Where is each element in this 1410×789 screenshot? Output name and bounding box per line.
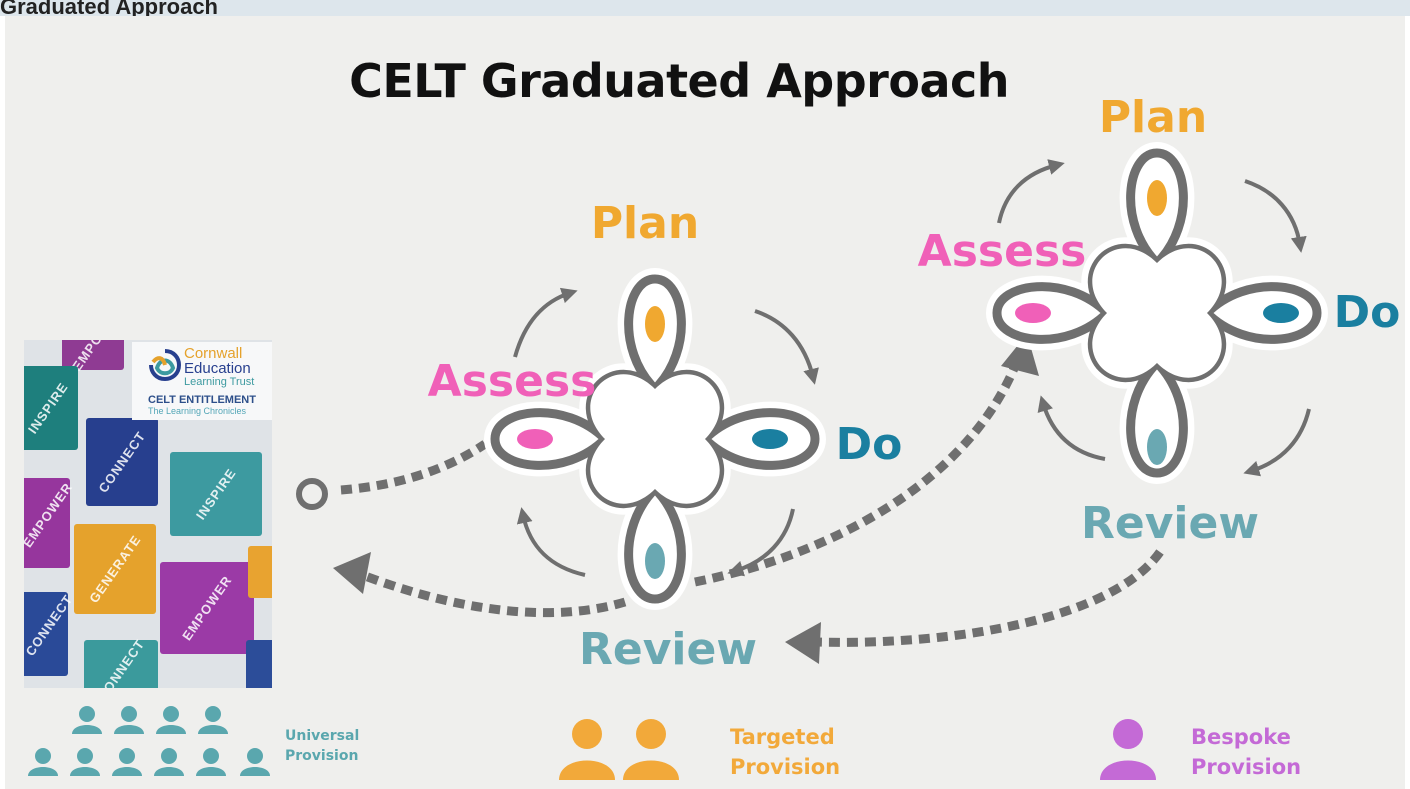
assess-marker [517, 429, 553, 449]
bespoke-provision-label: Bespoke Provision [1191, 722, 1301, 782]
logo-line: Education [184, 360, 251, 377]
celt-logo-icon [149, 349, 182, 382]
arrowhead-icon [785, 622, 821, 664]
book-tile [246, 640, 272, 688]
connector-review-to-universal [363, 571, 627, 618]
logo-line: Learning Trust [184, 376, 255, 388]
bespoke-line2: Provision [1191, 755, 1302, 779]
book-subtitle: The Learning Chronicles [148, 406, 247, 416]
universal-line2: Provision [285, 748, 359, 764]
bespoke-provision-person-icon [1100, 719, 1156, 780]
cycle-arrow-icon [997, 159, 1065, 224]
book-tile: EMPOWER [62, 340, 125, 374]
review-marker [645, 543, 665, 579]
book-logo-text: Cornwall Education Learning Trust [184, 346, 254, 388]
cycle-arrow-icon [516, 507, 586, 577]
book-tile: INSPIRE [24, 366, 78, 450]
cycle-1 [495, 279, 815, 599]
plan-marker [645, 306, 665, 342]
book-entitlement-title: CELT ENTITLEMENT [148, 394, 256, 406]
slide: CELT Graduated Approach EMPOWER INSPIRE … [5, 16, 1405, 789]
book-tile: GENERATE [74, 524, 156, 614]
window-header-title: Graduated Approach [0, 0, 218, 16]
book-tile: EMPOWER [160, 562, 254, 654]
cycle-2-plan-label: Plan [1099, 92, 1207, 143]
cycle-arrow-icon [1243, 408, 1311, 477]
slide-title: CELT Graduated Approach [349, 54, 1009, 108]
plan-marker [1147, 180, 1167, 216]
targeted-line2: Provision [730, 755, 841, 779]
targeted-line1: Targeted [730, 725, 835, 749]
book-cover-image: EMPOWER INSPIRE CONNECT INSPIRE EMPOWER … [24, 340, 272, 688]
book-tile: CONNECT [84, 637, 158, 688]
targeted-provision-people-icon [559, 719, 679, 780]
cycle-arrow-icon [1037, 395, 1106, 461]
review-marker [1147, 429, 1167, 465]
cycle-1-plan-label: Plan [591, 198, 699, 249]
universal-provision-label: Universal Provision [285, 726, 359, 766]
do-marker [1263, 303, 1299, 323]
start-point-icon [296, 478, 328, 510]
connector-second-review-to-review [814, 549, 1164, 647]
window-header-bar: Graduated Approach [0, 0, 1410, 16]
targeted-provision-label: Targeted Provision [730, 722, 840, 782]
cycle-1-do-label: Do [836, 419, 903, 470]
logo-line: Cornwall [184, 345, 243, 362]
cycle-2-do-label: Do [1334, 287, 1401, 338]
cycle-arrow-icon [727, 508, 795, 577]
book-tile: CONNECT [24, 592, 76, 676]
connector-review-to-second-cycle [694, 364, 1020, 587]
graduated-approach-diagram: Plan Assess Do Review Plan Assess Do Rev… [28, 92, 1401, 780]
bespoke-line1: Bespoke [1191, 725, 1291, 749]
universal-line1: Universal [285, 728, 360, 744]
cycle-1-review-label: Review [579, 624, 757, 675]
assess-marker [1015, 303, 1051, 323]
cycle-2-assess-label: Assess [918, 226, 1087, 277]
cycle-arrow-icon [1244, 179, 1307, 253]
cycle-2-review-label: Review [1081, 498, 1259, 549]
cycle-arrow-icon [754, 309, 819, 385]
cycle-1-assess-label: Assess [428, 356, 597, 407]
cycle-2 [997, 153, 1317, 473]
do-marker [752, 429, 788, 449]
book-tile [248, 546, 272, 598]
book-tile: EMPOWER [24, 478, 75, 568]
cycle-arrow-icon [513, 287, 578, 358]
arrowhead-icon [333, 552, 371, 594]
book-tile: CONNECT [86, 418, 158, 506]
book-tile: INSPIRE [170, 452, 262, 536]
book-header-panel [132, 342, 272, 420]
connector-start-to-assess [340, 440, 488, 495]
universal-provision-people-icon [28, 706, 270, 776]
